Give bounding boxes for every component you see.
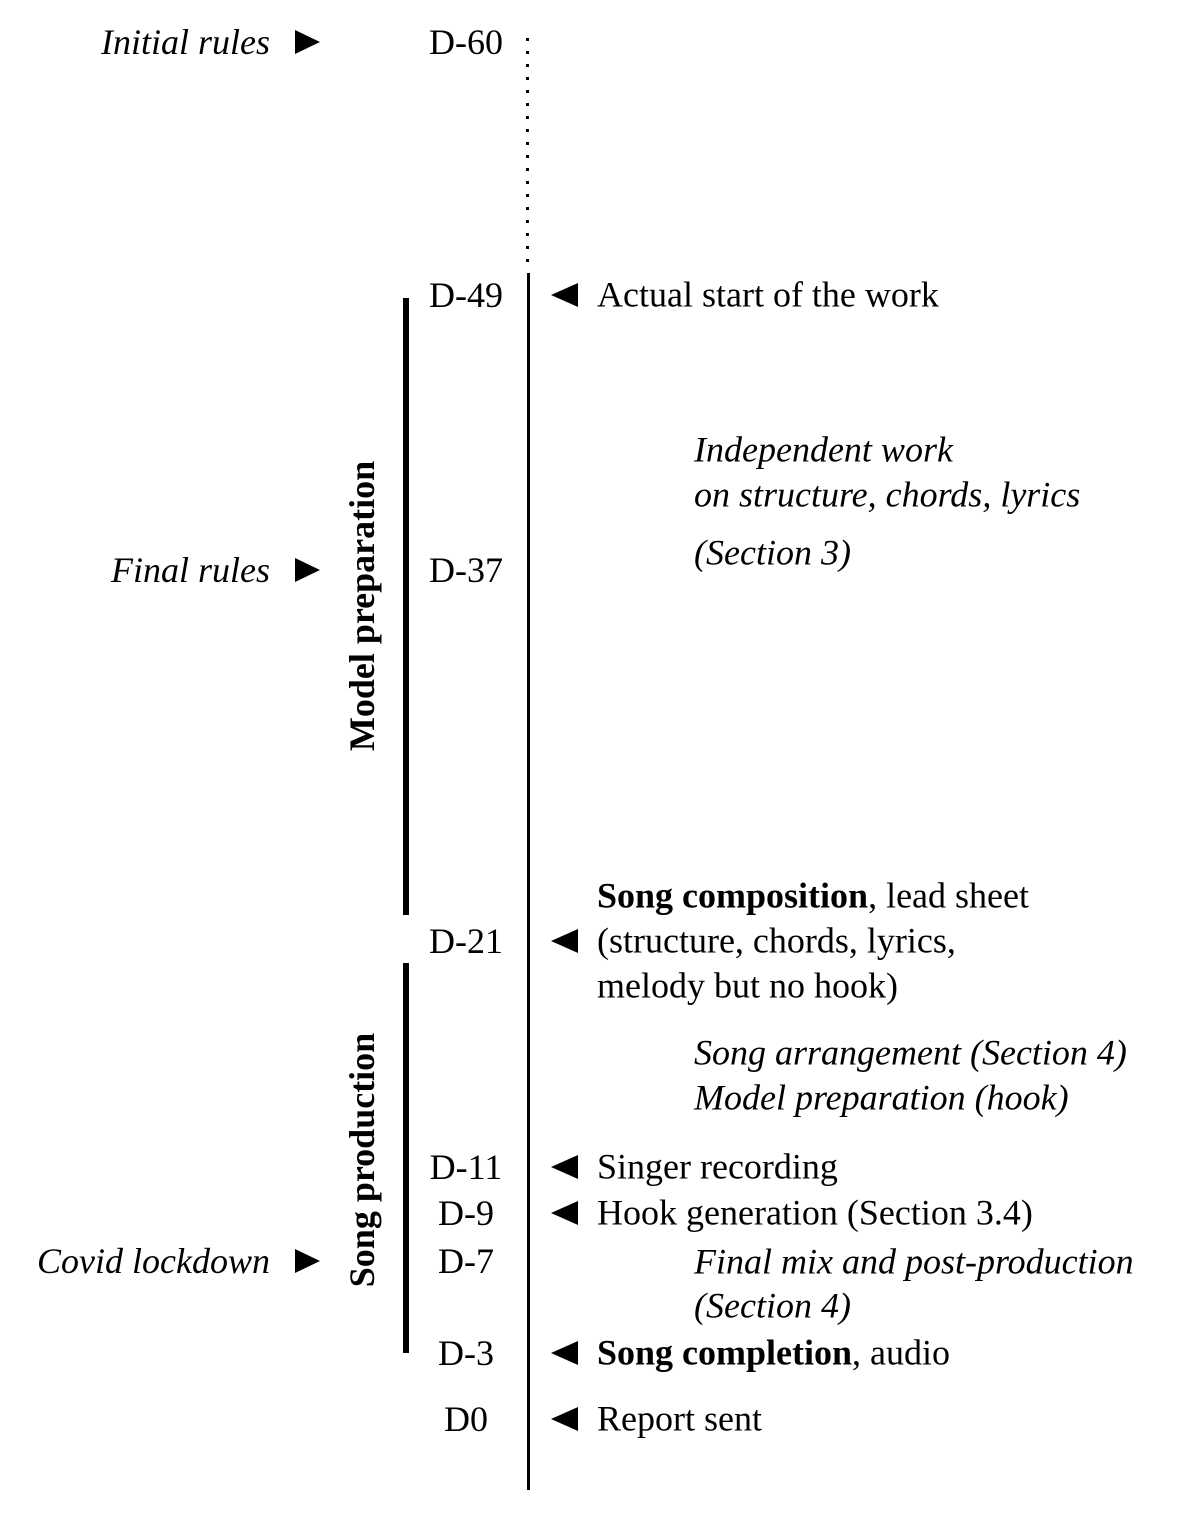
- left-arrowhead-icon: [551, 929, 578, 953]
- annotation-final-mix-line1: Final mix and post-production: [694, 1241, 1134, 1282]
- event-song-composition: Song composition, lead sheet (structure,…: [597, 874, 1029, 1009]
- event-song-composition-rest: , lead sheet: [868, 875, 1029, 916]
- milestone-final-rules-label: Final rules: [111, 550, 270, 590]
- day-label-d37: D-37: [429, 550, 503, 590]
- event-song-completion: Song completion, audio: [597, 1331, 950, 1376]
- milestone-covid-lockdown-label: Covid lockdown: [37, 1241, 270, 1281]
- event-song-composition-bold: Song composition: [597, 875, 869, 916]
- phase-bar-song-production: [403, 963, 409, 1353]
- phase-bar-model-preparation: [403, 298, 409, 915]
- phase-label-model-preparation: Model preparation: [342, 460, 382, 752]
- milestone-initial-rules: Initial rules: [0, 21, 320, 63]
- day-label-d3: D-3: [438, 1333, 494, 1373]
- day-label-d11: D-11: [429, 1147, 503, 1187]
- right-arrowhead-icon: [295, 558, 320, 582]
- event-report-sent: Report sent: [597, 1398, 762, 1439]
- left-arrowhead-icon: [551, 1155, 578, 1179]
- event-actual-start: Actual start of the work: [597, 274, 939, 315]
- timeline-axis-dotted-segment: [526, 38, 529, 266]
- milestone-initial-rules-label: Initial rules: [101, 22, 270, 62]
- left-arrowhead-icon: [551, 1407, 578, 1431]
- day-label-d49: D-49: [429, 275, 503, 315]
- day-label-d7: D-7: [438, 1241, 494, 1281]
- event-song-composition-line2: (structure, chords, lyrics,: [597, 920, 956, 961]
- annotation-independent-work-line2: on structure, chords, lyrics: [694, 474, 1081, 515]
- right-arrowhead-icon: [295, 1249, 320, 1273]
- event-hook-generation: Hook generation (Section 3.4): [597, 1192, 1033, 1233]
- event-song-completion-bold: Song completion: [597, 1332, 853, 1373]
- event-singer-recording: Singer recording: [597, 1146, 838, 1187]
- day-label-d9: D-9: [438, 1193, 494, 1233]
- timeline-axis-solid-segment: [527, 273, 530, 1490]
- event-song-completion-rest: , audio: [852, 1332, 951, 1373]
- left-arrowhead-icon: [551, 1341, 578, 1365]
- annotation-final-mix-section: (Section 4): [694, 1285, 851, 1326]
- left-arrowhead-icon: [551, 1201, 578, 1225]
- day-label-d0: D0: [444, 1399, 488, 1439]
- annotation-model-preparation-hook: Model preparation (hook): [694, 1077, 1069, 1118]
- milestone-final-rules: Final rules: [0, 549, 320, 591]
- day-label-d21: D-21: [429, 921, 503, 961]
- day-label-d60: D-60: [429, 22, 503, 62]
- left-arrowhead-icon: [551, 283, 578, 307]
- milestone-covid-lockdown: Covid lockdown: [0, 1240, 320, 1282]
- right-arrowhead-icon: [295, 30, 320, 54]
- annotation-independent-work-section: (Section 3): [694, 532, 851, 573]
- phase-label-song-production: Song production: [342, 1032, 382, 1288]
- annotation-independent-work-line1: Independent work: [694, 429, 953, 470]
- annotation-song-arrangement: Song arrangement (Section 4): [694, 1032, 1127, 1073]
- event-song-composition-line3: melody but no hook): [597, 965, 898, 1006]
